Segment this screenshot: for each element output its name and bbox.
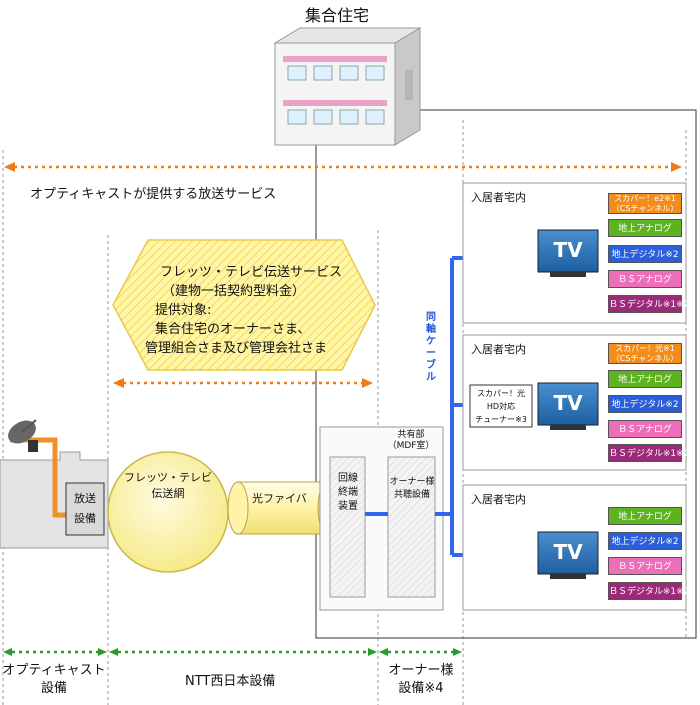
badge-room3-terrestrial-digital: 地上デジタル※2: [608, 532, 682, 550]
broadcast-label-2: 設備: [74, 512, 96, 525]
ntt-equipment-label: NTT西日本設備: [185, 674, 276, 689]
shared-area-label: 共有部 （MDF室）: [382, 430, 440, 452]
coax-cable-label: 同 軸 ケ ー ブ ル: [425, 312, 437, 384]
owner-shared-2: 共聴設備: [393, 490, 430, 500]
owner-line1: オーナー様: [388, 663, 454, 678]
flets-line2: （建物一括契約型料金）: [162, 284, 306, 299]
line-terminal-1: 回線: [338, 473, 358, 484]
coax-char-1: 同: [426, 312, 436, 323]
building-title: 集合住宅: [305, 6, 370, 25]
room-title-3: 入居者宅内: [471, 493, 526, 506]
shared-area-line2: （MDF室）: [387, 441, 435, 451]
badge-room2-bs-analog: ＢＳアナログ: [608, 420, 682, 438]
badge-room1-bs-digital: ＢＳデジタル※1※2: [608, 295, 689, 313]
badge-room2-terrestrial-analog: 地上アナログ: [608, 370, 682, 388]
opticast-line2: 設備: [40, 681, 67, 696]
line-terminal-3: 装置: [338, 501, 358, 512]
optical-fiber-label: 光ファイバ: [252, 492, 307, 505]
badge-room2-bs-digital: ＢＳデジタル※1※2: [608, 444, 689, 462]
flets-service-callout: [112, 239, 376, 371]
opticast-line1: オプティキャスト: [2, 663, 106, 678]
opticast-facility-icon: [0, 419, 109, 549]
tuner-line2: HD対応: [486, 402, 516, 411]
tuner-label: スカパー！光 HD対応 チューナー※3: [470, 387, 532, 426]
flets-line4: 集合住宅のオーナーさま、: [155, 322, 311, 337]
flets-line1: フレッツ・テレビ伝送サービス: [160, 265, 343, 280]
owner-shared-label: オーナー様 共聴設備: [388, 476, 436, 502]
flets-service-text: フレッツ・テレビ伝送サービス （建物一括契約型料金） 提供対象: 集合住宅のオー…: [140, 263, 370, 358]
badge-text: スカパー！e2※1 （CSチャンネル）: [611, 194, 679, 213]
flets-network-label: フレッツ・テレビ 伝送網: [118, 470, 218, 502]
owner-shared-box: [387, 456, 436, 598]
badge-room2-skyperfect: スカパー！光※1 （CSチャンネル）: [608, 343, 682, 364]
coax-char-4: ー: [426, 348, 436, 359]
line-terminal-label: 回線 終端 装置: [332, 472, 364, 514]
flets-network-line1: フレッツ・テレビ: [124, 471, 212, 484]
tv-icon: [537, 229, 599, 277]
badge-room3-terrestrial-analog: 地上アナログ: [608, 507, 682, 525]
apartment-boundary: [315, 109, 697, 639]
tv-icon: [537, 531, 599, 579]
line-terminal-2: 終端: [338, 487, 358, 498]
shared-area-line1: 共有部: [397, 430, 425, 440]
tuner-line3: チューナー※3: [475, 415, 527, 424]
badge-room2-terrestrial-digital: 地上デジタル※2: [608, 395, 682, 413]
badge-room1-skyperfect: スカパー！e2※1 （CSチャンネル）: [608, 193, 682, 214]
tuner-line1: スカパー！光: [477, 389, 525, 398]
opticast-equipment-label: オプティキャスト 設備: [2, 662, 106, 698]
badge-room1-terrestrial-digital: 地上デジタル※2: [608, 245, 682, 263]
tv-icon: [537, 382, 599, 430]
coax-char-2: 軸: [426, 324, 436, 335]
badge-room3-bs-digital: ＢＳデジタル※1※2: [608, 582, 689, 600]
badge-room1-terrestrial-analog: 地上アナログ: [608, 219, 682, 237]
tuner-box: [469, 384, 533, 428]
tv-label-1: TV: [553, 238, 583, 262]
flets-network-line2: 伝送網: [151, 487, 185, 500]
apartment-building-icon: [273, 27, 422, 146]
room-title-1: 入居者宅内: [471, 191, 526, 204]
badge-text: スカパー！光※1 （CSチャンネル）: [611, 344, 679, 363]
coax-char-3: ケ: [426, 336, 436, 347]
coax-char-5: ブ: [426, 360, 436, 371]
broadcast-label-1: 放送: [74, 492, 96, 505]
broadcast-equipment-label: 放送 設備: [68, 489, 102, 529]
flets-line3: 提供対象:: [155, 303, 212, 318]
service-title: オプティキャストが提供する放送サービス: [30, 187, 277, 202]
owner-line2: 設備※4: [398, 681, 444, 696]
flets-line5: 管理組合さま及び管理会社さま: [145, 341, 328, 356]
room-title-2: 入居者宅内: [471, 343, 526, 356]
coax-char-6: ル: [426, 372, 436, 383]
badge-room1-bs-analog: ＢＳアナログ: [608, 270, 682, 288]
tv-label-2: TV: [553, 391, 583, 415]
owner-shared-1: オーナー様: [389, 477, 435, 487]
owner-equipment-label: オーナー様 設備※4: [380, 662, 462, 698]
line-terminal-box: [329, 456, 366, 598]
badge-room3-bs-analog: ＢＳアナログ: [608, 557, 682, 575]
tv-label-3: TV: [553, 540, 583, 564]
